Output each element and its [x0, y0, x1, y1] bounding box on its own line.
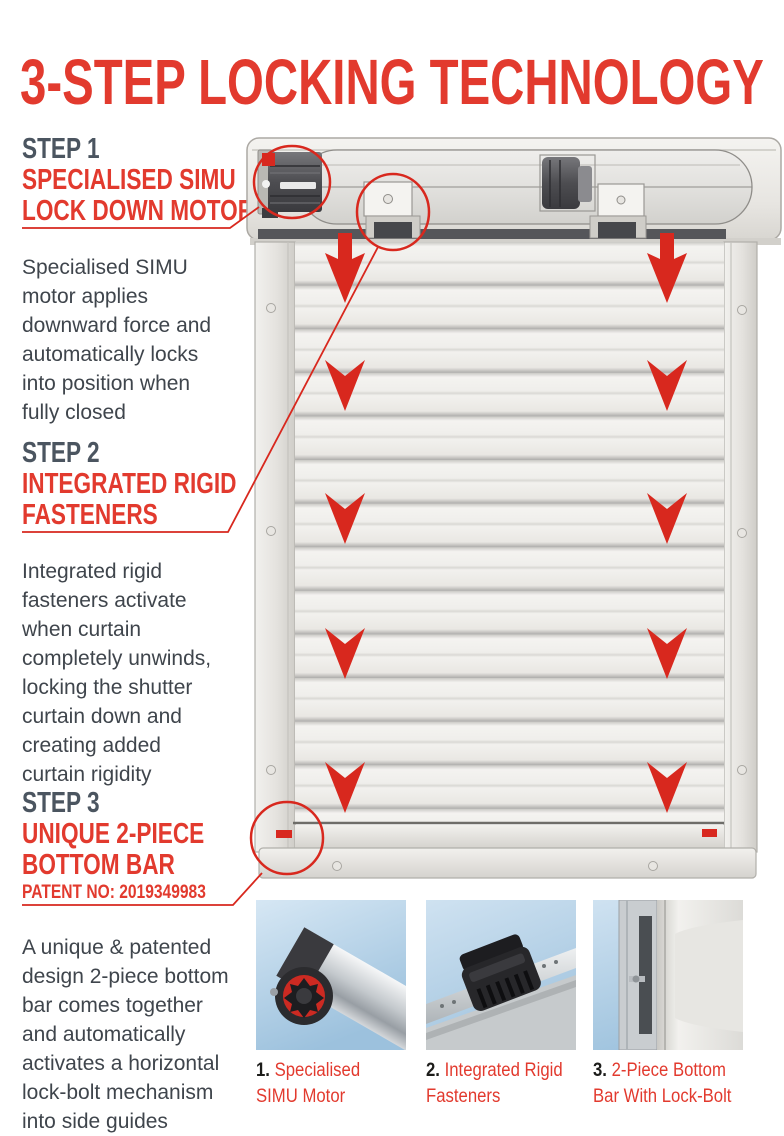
down-arrow: [647, 360, 687, 411]
step-3-title: UNIQUE 2-PIECE BOTTOM BAR: [22, 819, 204, 881]
connector-step-2: [22, 246, 379, 533]
highlight-circles: [249, 144, 431, 876]
caption-bottom-bar: 3. 2-Piece Bottom Bar With Lock-Bolt: [593, 1058, 731, 1110]
caption-3-number: 3.: [593, 1060, 607, 1081]
step-2-body: Integrated rigid fasteners activate when…: [22, 560, 212, 786]
caption-1-number: 1.: [256, 1060, 270, 1081]
caption-rigid-fasteners: 2. Integrated Rigid Fasteners: [426, 1058, 563, 1110]
down-arrow: [647, 233, 687, 303]
down-arrow: [647, 493, 687, 544]
curtain: [295, 242, 724, 822]
down-arrow: [325, 360, 365, 411]
callout-lines: [22, 206, 379, 906]
step-2-label: STEP 2: [22, 437, 100, 469]
step-3-body: A unique & patented design 2-piece botto…: [22, 936, 229, 1133]
mounting-strip: [258, 229, 726, 239]
step-3-block: STEP 3 UNIQUE 2-PIECE BOTTOM BAR PATENT …: [22, 788, 256, 905]
step-2-title: INTEGRATED RIGID FASTENERS: [22, 469, 236, 531]
photo-bottom-bar-art: [593, 899, 743, 1051]
sill: [258, 847, 757, 879]
left-guide: [254, 241, 296, 853]
caption-1-line1: Specialised: [274, 1060, 361, 1081]
caption-simu-motor: 1. Specialised SIMU Motor: [256, 1058, 360, 1110]
drive-unit: [539, 154, 596, 212]
lock-bolt-left: [276, 830, 292, 838]
caption-2-number: 2.: [426, 1060, 440, 1081]
highlight-circle-motor: [252, 144, 332, 220]
step-1-block: STEP 1 SPECIALISED SIMU LOCK DOWN MOTOR: [22, 134, 320, 227]
step-2-title-line1: INTEGRATED RIGID: [22, 468, 237, 500]
photo-simu-motor-art: [256, 900, 435, 1051]
step-1-label: STEP 1: [22, 133, 100, 165]
photo-bottom-bar-lock: [593, 899, 743, 1051]
rigid-fastener-2: [589, 183, 647, 239]
lock-bolt-right: [702, 829, 717, 837]
highlight-circle-fastener: [355, 172, 431, 252]
right-guide: [723, 241, 758, 853]
connector-step-3: [22, 872, 263, 906]
page-title: 3-STEP LOCKING TECHNOLOGY: [20, 45, 764, 118]
step-2-title-line2: FASTENERS: [22, 499, 158, 531]
step-3-label: STEP 3: [22, 787, 100, 819]
caption-3-line1: 2-Piece Bottom: [611, 1060, 726, 1081]
down-arrow: [325, 762, 365, 813]
step-1-body: Specialised SIMU motor applies downward …: [22, 256, 212, 424]
step-3-title-line2: BOTTOM BAR: [22, 849, 175, 881]
highlight-circle-bottom-bar: [249, 800, 325, 876]
down-arrow: [325, 233, 365, 303]
step-3-title-line1: UNIQUE 2-PIECE: [22, 818, 205, 850]
simu-motor: [257, 149, 322, 218]
down-arrows: [325, 233, 687, 813]
photo-simu-motor: [256, 900, 435, 1051]
down-arrow: [647, 628, 687, 679]
caption-3-line2: Bar With Lock-Bolt: [593, 1086, 732, 1107]
down-arrow: [325, 493, 365, 544]
photo-rigid-fastener: [426, 900, 576, 1050]
down-arrow: [647, 762, 687, 813]
step-1-title-line2: LOCK DOWN MOTOR: [22, 195, 255, 227]
step-2-block: STEP 2 INTEGRATED RIGID FASTENERS: [22, 438, 297, 531]
step-1-title-line1: SPECIALISED SIMU: [22, 164, 236, 196]
caption-1-line2: SIMU Motor: [256, 1086, 346, 1107]
down-arrow: [325, 628, 365, 679]
connector-step-1: [22, 206, 260, 229]
photo-rigid-fastener-art: [426, 900, 576, 1050]
caption-2-line1: Integrated Rigid: [444, 1060, 563, 1081]
bottom-bar: [276, 821, 724, 848]
step-3-patent: PATENT NO: 2019349983: [22, 882, 206, 903]
rigid-fastener-1: [363, 181, 421, 239]
step-1-title: SPECIALISED SIMU LOCK DOWN MOTOR: [22, 165, 254, 227]
caption-2-line2: Fasteners: [426, 1086, 501, 1107]
